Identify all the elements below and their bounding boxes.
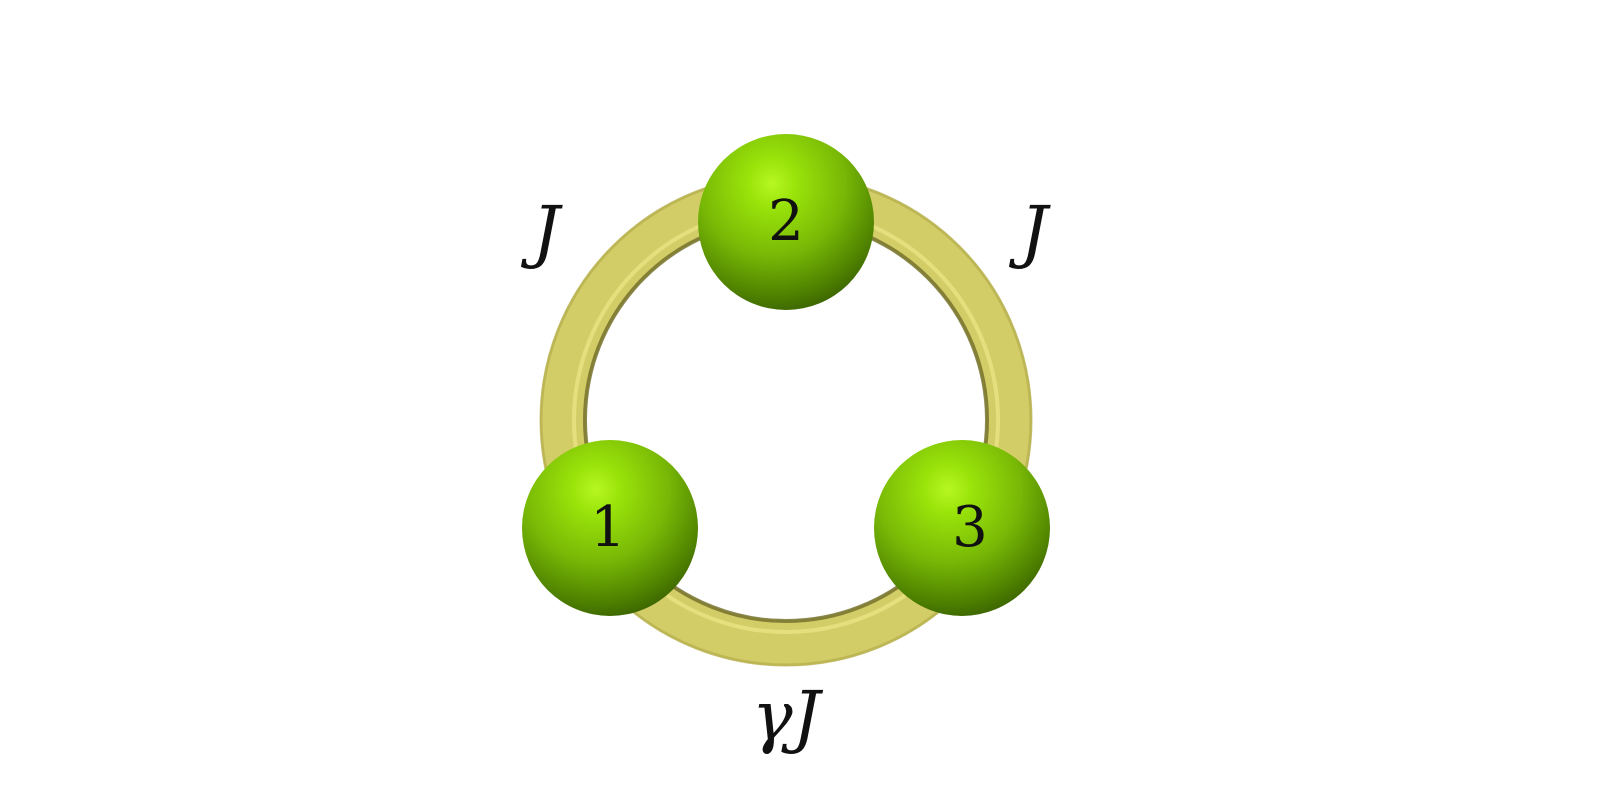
sphere-1 [522,440,698,616]
coupling-label-left: J [520,193,563,272]
site-node-2: 2 [698,134,874,310]
sphere-2 [698,134,874,310]
coupling-label-bottom: γJ [752,678,824,757]
coupling-label-right: J [1008,193,1051,272]
site-label-3: 3 [952,495,988,560]
site-node-3: 3 [874,440,1050,616]
sphere-3 [874,440,1050,616]
site-node-1: 1 [522,440,698,616]
site-label-2: 2 [768,189,804,254]
site-label-1: 1 [590,495,626,560]
